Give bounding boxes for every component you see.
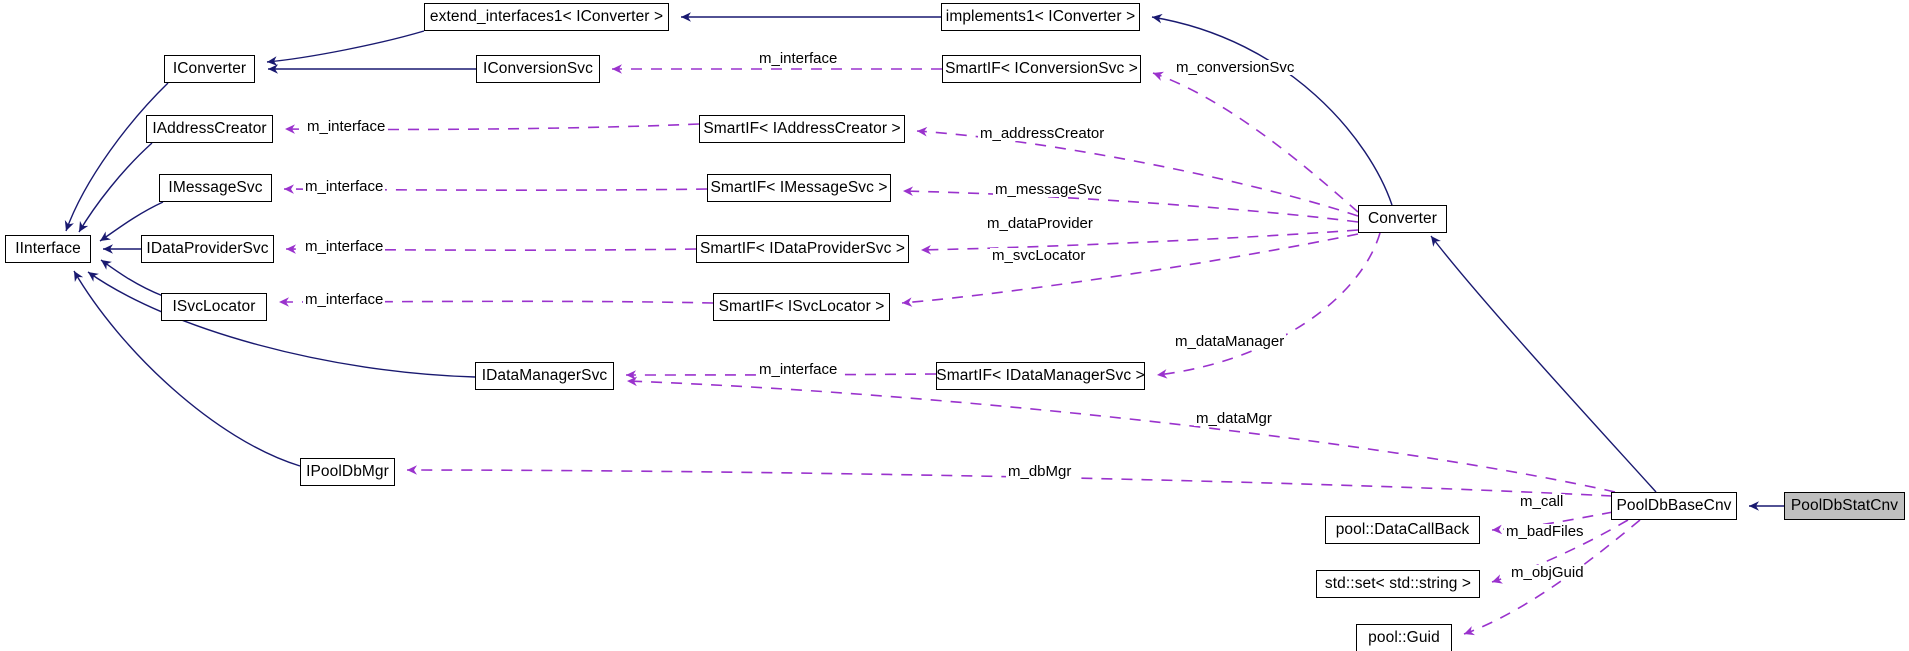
edge-extend-interfaces1-to-iconverter (266, 30, 425, 66)
node-implements1[interactable]: implements1< IConverter > (941, 3, 1140, 31)
node-iconversionsvc[interactable]: IConversionSvc (476, 55, 600, 83)
edge-iconverter-to-iinterface (64, 82, 169, 232)
edge-label-m-addresscreator: m_addressCreator (978, 125, 1107, 142)
node-pooldbstatcnv[interactable]: PoolDbStatCnv (1784, 492, 1905, 520)
edge-smartif-iaddresscreator-to-iaddresscreator (284, 123, 700, 134)
edge-isvclocator-to-iinterface (100, 259, 164, 297)
edge-label-m-interface-messagesvc: m_interface (303, 178, 386, 195)
edge-converter-to-smartif-idatamanagersvc (1156, 232, 1381, 379)
edge-label-m-conversionsvc: m_conversionSvc (1174, 59, 1297, 76)
inheritance-edge-group (64, 12, 1784, 511)
edge-label-m-call: m_call (1518, 493, 1566, 510)
edge-pooldbbasecnv-to-idatamanagersvc (626, 376, 1616, 493)
node-smartif-iaddresscreator[interactable]: SmartIF< IAddressCreator > (699, 115, 905, 143)
node-idatamanagersvc[interactable]: IDataManagerSvc (475, 362, 614, 390)
edge-label-m-interface-addresscreator: m_interface (305, 118, 388, 135)
node-converter[interactable]: Converter (1358, 205, 1447, 233)
node-pool-datacallback[interactable]: pool::DataCallBack (1325, 516, 1480, 544)
edge-label-m-svclocator: m_svcLocator (990, 247, 1088, 264)
edge-label-m-datamgr: m_dataMgr (1194, 410, 1274, 427)
node-iinterface[interactable]: IInterface (5, 235, 91, 263)
node-idataprovidersvc[interactable]: IDataProviderSvc (141, 235, 274, 263)
edge-pooldbbasecnv-to-pool-guid (1463, 519, 1641, 636)
node-smartif-iconversionsvc[interactable]: SmartIF< IConversionSvc > (942, 55, 1141, 83)
edge-smartif-imessagesvc-to-imessagesvc (283, 184, 708, 194)
edge-converter-to-smartif-iconversionsvc (1152, 71, 1359, 213)
edge-label-m-interface-dataprovidersvc: m_interface (303, 238, 386, 255)
edge-label-m-datamanager: m_dataManager (1173, 333, 1287, 350)
node-imessagesvc[interactable]: IMessageSvc (159, 174, 272, 202)
node-isvclocator[interactable]: ISvcLocator (161, 293, 267, 321)
edge-label-m-badfiles: m_badFiles (1504, 523, 1586, 540)
edge-label-m-interface-datamanagersvc: m_interface (757, 361, 840, 378)
edge-iaddresscreator-to-iinterface (78, 142, 153, 233)
edge-converter-to-smartif-isvclocator (901, 233, 1359, 307)
edge-pooldbbasecnv-to-std-set-string (1491, 519, 1629, 584)
edge-converter-to-smartif-iaddresscreator (916, 126, 1359, 217)
node-smartif-idatamanagersvc[interactable]: SmartIF< IDataManagerSvc > (936, 362, 1145, 390)
edge-label-m-interface-svclocator: m_interface (303, 291, 386, 308)
edge-converter-to-implements1 (1151, 13, 1393, 206)
node-pooldbbasecnv[interactable]: PoolDbBaseCnv (1611, 492, 1737, 520)
node-ipooldbmgr[interactable]: IPoolDbMgr (300, 458, 395, 486)
node-smartif-imessagesvc[interactable]: SmartIF< IMessageSvc > (707, 174, 891, 202)
edge-label-m-interface-conversionsvc: m_interface (757, 50, 840, 67)
edge-imessagesvc-to-iinterface (99, 201, 164, 242)
node-smartif-idataprovidersvc[interactable]: SmartIF< IDataProviderSvc > (696, 235, 909, 263)
edge-label-m-objguid: m_objGuid (1509, 564, 1586, 581)
edge-label-m-messagesvc: m_messageSvc (993, 181, 1104, 198)
edge-label-m-dbmgr: m_dbMgr (1006, 463, 1074, 480)
node-iaddresscreator[interactable]: IAddressCreator (146, 115, 273, 143)
node-smartif-isvclocator[interactable]: SmartIF< ISvcLocator > (713, 293, 890, 321)
edge-pooldbbasecnv-to-converter (1430, 235, 1657, 493)
node-std-set-string[interactable]: std::set< std::string > (1316, 570, 1480, 598)
edge-idatamanagersvc-to-iinterface (87, 271, 476, 378)
edge-converter-to-smartif-idataprovidersvc (920, 229, 1359, 255)
node-iconverter[interactable]: IConverter (164, 55, 255, 83)
edge-label-m-dataprovider: m_dataProvider (985, 215, 1095, 232)
edge-ipooldbmgr-to-iinterface (73, 270, 301, 467)
node-extend-interfaces1[interactable]: extend_interfaces1< IConverter > (424, 3, 669, 31)
usage-edge-group (278, 64, 1641, 636)
node-pool-guid[interactable]: pool::Guid (1356, 624, 1452, 651)
edge-converter-to-smartif-imessagesvc (902, 186, 1359, 223)
